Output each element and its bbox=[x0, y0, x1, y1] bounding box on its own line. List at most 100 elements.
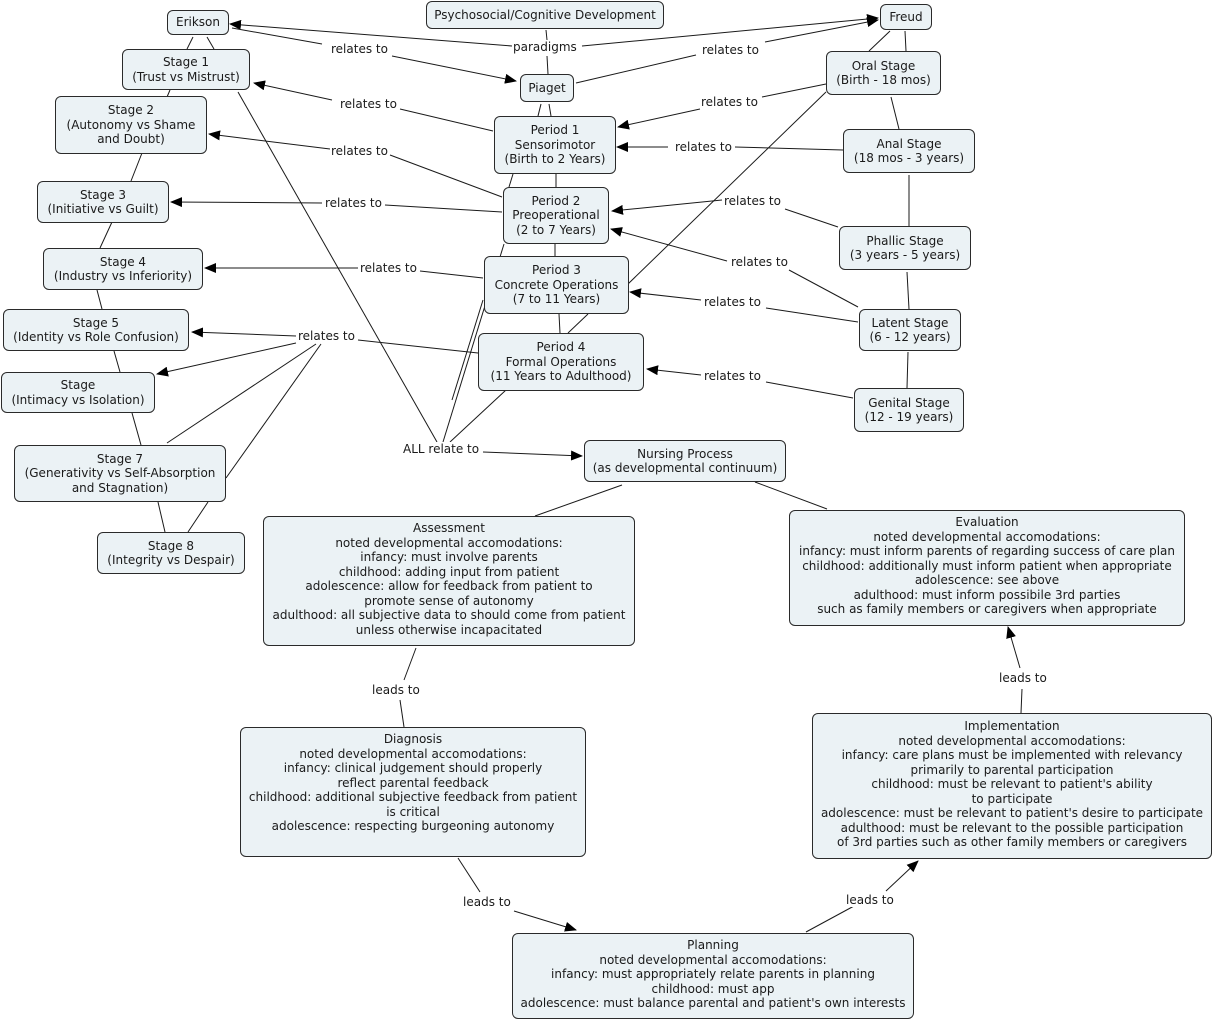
connector-line bbox=[419, 270, 484, 279]
connector-line bbox=[734, 146, 844, 151]
label-relates-to-p2-s3: relates to bbox=[324, 196, 383, 210]
node-freud-oral-stage[interactable]: Oral Stage (Birth - 18 mos) bbox=[826, 51, 941, 95]
connector-line bbox=[629, 288, 702, 301]
link-erikson-rel bbox=[231, 27, 323, 45]
node-evaluation[interactable]: Evaluation noted developmental accomodat… bbox=[789, 510, 1185, 626]
label-relates-to-erikson-piaget: relates to bbox=[330, 42, 389, 56]
node-freud-phallic-stage[interactable]: Phallic Stage (3 years - 5 years) bbox=[839, 226, 971, 270]
label-relates-to-piaget-freud: relates to bbox=[701, 43, 760, 57]
connector-line bbox=[157, 501, 166, 533]
connector-line bbox=[567, 313, 589, 334]
connector-line bbox=[186, 36, 194, 50]
node-erikson[interactable]: Erikson bbox=[167, 10, 229, 35]
connector-line bbox=[906, 271, 910, 310]
connector-line bbox=[805, 905, 855, 933]
link-paradigms-piaget bbox=[546, 55, 549, 75]
connector-line bbox=[237, 91, 438, 443]
label-relates-to-phallic-p2: relates to bbox=[723, 194, 782, 208]
node-planning[interactable]: Planning noted developmental accomodatio… bbox=[512, 933, 914, 1019]
connector-line bbox=[156, 342, 297, 377]
connector-line bbox=[399, 699, 405, 728]
connector-line bbox=[187, 501, 209, 533]
connector-line bbox=[611, 199, 723, 215]
node-freud-latent-stage[interactable]: Latent Stage (6 - 12 years) bbox=[859, 309, 961, 351]
node-erikson-stage-2[interactable]: Stage 2 (Autonomy vs Shame and Doubt) bbox=[55, 96, 207, 154]
label-leads-to-planning-implementation: leads to bbox=[845, 893, 895, 907]
node-freud[interactable]: Freud bbox=[880, 4, 932, 30]
link-psych-paradigms bbox=[545, 29, 548, 41]
node-nursing-process[interactable]: Nursing Process (as developmental contin… bbox=[584, 440, 786, 482]
node-piaget-period-2[interactable]: Period 2 Preoperational (2 to 7 Years) bbox=[503, 187, 609, 244]
node-erikson-stage-6[interactable]: Stage (Intimacy vs Isolation) bbox=[1, 372, 155, 413]
label-leads-to-implementation-evaluation: leads to bbox=[998, 671, 1048, 685]
connector-line bbox=[646, 365, 702, 376]
connector-line bbox=[885, 860, 919, 892]
node-piaget-period-4[interactable]: Period 4 Formal Operations (11 Years to … bbox=[478, 333, 644, 391]
label-leads-to-assessment-diagnosis: leads to bbox=[371, 683, 421, 697]
connector-line bbox=[906, 351, 909, 389]
connector-line bbox=[627, 91, 827, 285]
label-paradigms: paradigms bbox=[512, 40, 578, 54]
connector-line bbox=[788, 269, 859, 308]
connector-line bbox=[225, 343, 322, 479]
node-erikson-stage-8[interactable]: Stage 8 (Integrity vs Despair) bbox=[97, 532, 245, 574]
node-erikson-stage-7[interactable]: Stage 7 (Generativity vs Self-Absorption… bbox=[14, 445, 226, 502]
connector-line bbox=[558, 313, 561, 334]
node-piaget-period-1[interactable]: Period 1 Sensorimotor (Birth to 2 Years) bbox=[494, 116, 616, 174]
connector-line bbox=[457, 857, 481, 893]
connector-line bbox=[403, 647, 417, 681]
connector-line bbox=[890, 96, 900, 130]
connector-line bbox=[868, 30, 891, 52]
connector-line bbox=[904, 30, 907, 52]
connector-line bbox=[191, 327, 297, 338]
connector-line bbox=[761, 83, 827, 98]
label-relates-to-p2-s2: relates to bbox=[330, 144, 389, 158]
connector-line bbox=[548, 103, 552, 117]
node-assessment[interactable]: Assessment noted developmental accomodat… bbox=[263, 516, 635, 646]
connector-line bbox=[399, 108, 494, 132]
connector-line bbox=[357, 339, 479, 354]
connector-line bbox=[99, 221, 113, 249]
connector-line bbox=[131, 412, 142, 446]
connector-line bbox=[389, 154, 503, 198]
connector-line bbox=[784, 208, 839, 228]
connector-line bbox=[754, 481, 828, 510]
connector-line bbox=[482, 450, 583, 461]
connector-line bbox=[206, 36, 215, 50]
node-implementation[interactable]: Implementation noted developmental accom… bbox=[812, 713, 1212, 859]
node-diagnosis[interactable]: Diagnosis noted developmental accomodati… bbox=[240, 727, 586, 857]
connector-line bbox=[113, 350, 121, 373]
node-erikson-stage-4[interactable]: Stage 4 (Industry vs Inferiority) bbox=[43, 248, 203, 290]
connector-line bbox=[610, 227, 728, 262]
node-piaget[interactable]: Piaget bbox=[520, 74, 574, 102]
connector-line bbox=[384, 204, 503, 213]
link-paradigms-freud bbox=[581, 14, 879, 47]
connector-line bbox=[534, 484, 623, 517]
label-leads-to-diagnosis-planning: leads to bbox=[462, 895, 512, 909]
label-relates-to-p3-s4: relates to bbox=[359, 261, 418, 275]
connector-line bbox=[513, 910, 577, 932]
connector-line bbox=[451, 299, 484, 401]
connector-line bbox=[617, 108, 701, 130]
connector-line bbox=[537, 103, 542, 117]
connector-line bbox=[1020, 688, 1023, 714]
connector-line bbox=[508, 173, 514, 188]
link-rel-piaget bbox=[391, 55, 517, 84]
node-erikson-stage-3[interactable]: Stage 3 (Initiative vs Guilt) bbox=[37, 181, 169, 223]
node-psychosocial-development[interactable]: Psychosocial/Cognitive Development bbox=[426, 1, 664, 29]
node-freud-anal-stage[interactable]: Anal Stage (18 mos - 3 years) bbox=[843, 129, 975, 173]
node-erikson-stage-1[interactable]: Stage 1 (Trust vs Mistrust) bbox=[122, 49, 250, 90]
label-relates-to-latent-p2: relates to bbox=[730, 255, 789, 269]
node-freud-genital-stage[interactable]: Genital Stage (12 - 19 years) bbox=[854, 388, 964, 432]
link-rel-freud bbox=[764, 17, 879, 43]
connector-line bbox=[170, 197, 323, 208]
link-piaget-rel bbox=[575, 54, 697, 84]
label-relates-to-latent-p3: relates to bbox=[703, 295, 762, 309]
label-all-relate-to: ALL relate to bbox=[402, 442, 481, 456]
label-relates-to-anal-p1: relates to bbox=[674, 140, 733, 154]
node-erikson-stage-5[interactable]: Stage 5 (Identity vs Role Confusion) bbox=[3, 309, 189, 351]
label-relates-to-genital-p4: relates to bbox=[703, 369, 762, 383]
node-piaget-period-3[interactable]: Period 3 Concrete Operations (7 to 11 Ye… bbox=[484, 256, 629, 314]
connector-line bbox=[253, 80, 333, 101]
